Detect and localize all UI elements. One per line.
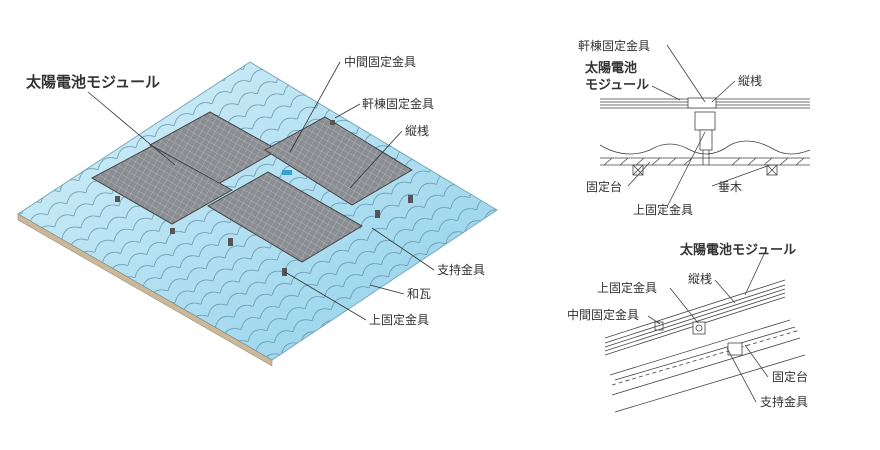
- mounting-brackets: [115, 120, 413, 276]
- side-label-upper-clamp: 上固定金具: [597, 281, 658, 295]
- label-japanese-tile: 和瓦: [407, 287, 432, 301]
- section-label-eave-ridge-clamp: 軒棟固定金具: [578, 39, 651, 53]
- label-eave-ridge-clamp: 軒棟固定金具: [362, 97, 435, 111]
- label-support-bracket: 支持金具: [437, 263, 486, 277]
- label-vertical-rail: 縦桟: [405, 124, 430, 138]
- label-module: 太陽電池モジュール: [26, 73, 160, 91]
- section-drawing: [599, 44, 811, 206]
- side-drawing: [604, 251, 806, 413]
- side-label-module: 太陽電池モジュール: [680, 243, 797, 258]
- section-label-upper-clamp: 上固定金具: [633, 203, 694, 217]
- section-label-vertical-rail: 縦桟: [738, 74, 763, 88]
- side-label-fixing-base: 固定台: [772, 370, 809, 384]
- section-label-rafter: 垂木: [718, 180, 743, 194]
- leader-lines: [87, 61, 435, 321]
- section-label-fixing-base: 固定台: [586, 180, 623, 194]
- label-middle-clamp: 中間固定金具: [344, 55, 417, 69]
- section-label-module-2: モジュール: [585, 78, 650, 93]
- side-label-vertical-rail: 縦桟: [688, 272, 713, 286]
- section-label-module-1: 太陽電池: [585, 61, 638, 76]
- side-label-support-bracket: 支持金具: [760, 395, 809, 409]
- label-upper-clamp: 上固定金具: [369, 313, 430, 327]
- side-label-middle-clamp: 中間固定金具: [567, 308, 640, 322]
- solar-panels: [91, 111, 413, 263]
